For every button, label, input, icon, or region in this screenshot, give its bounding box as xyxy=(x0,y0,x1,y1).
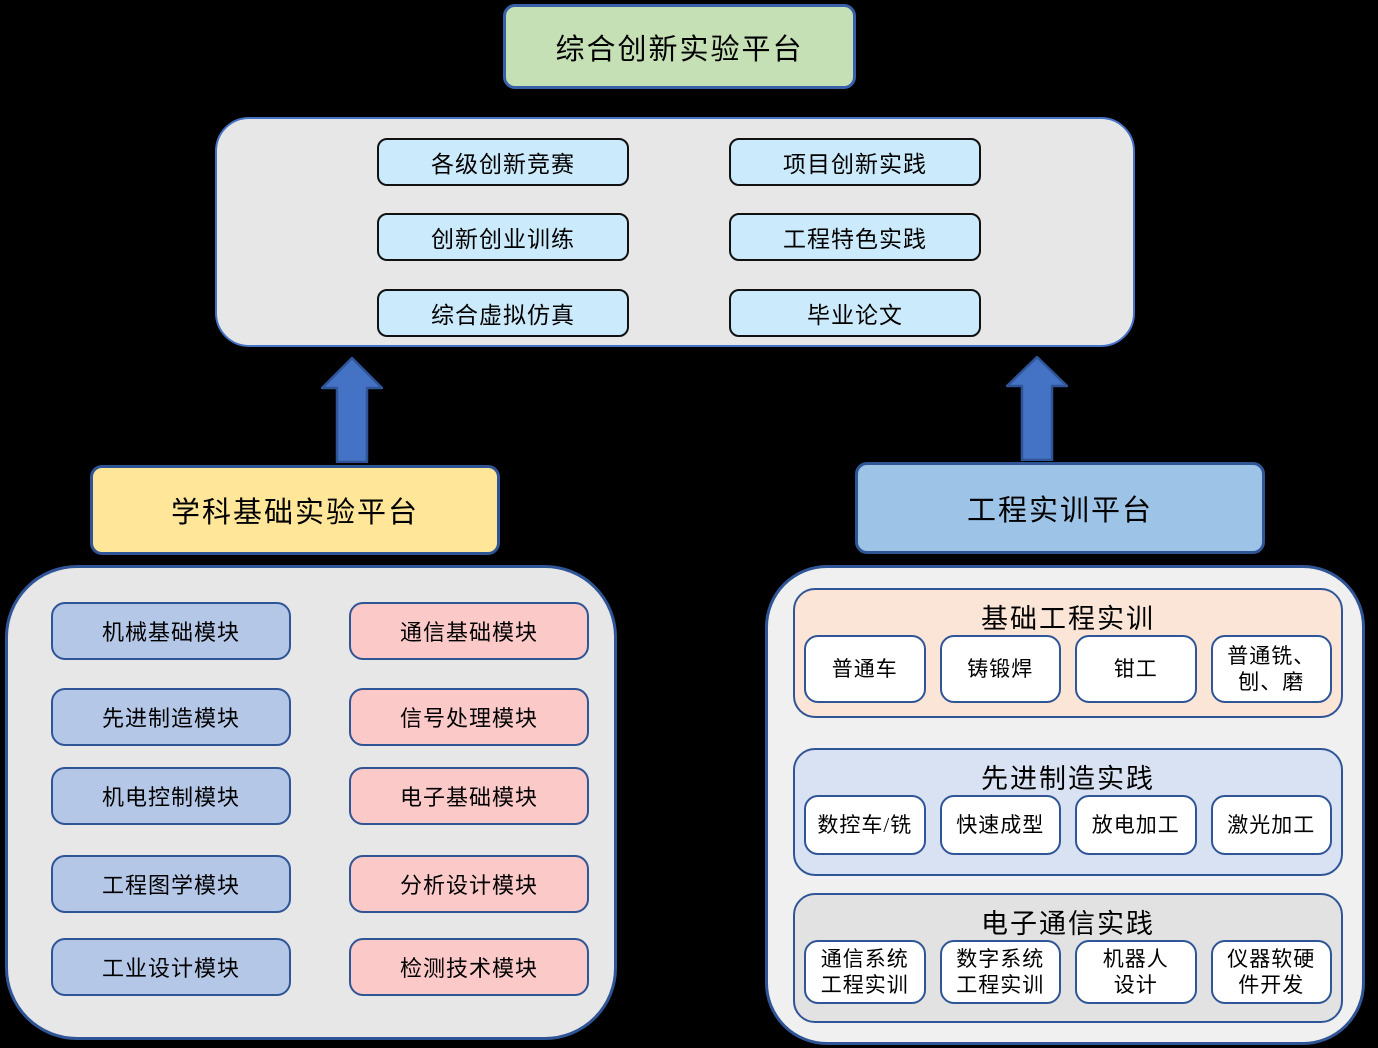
node-label: 普通铣、 刨、磨 xyxy=(1227,643,1316,694)
node-label: 铸锻焊 xyxy=(967,656,1034,681)
node-label: 通信系统 工程实训 xyxy=(820,946,909,997)
node-label: 先进制造模块 xyxy=(101,706,240,731)
node-comprehensive-innovation-platform: 综合创新实验平台 xyxy=(503,4,856,89)
node-label: 激光加工 xyxy=(1227,812,1316,837)
node-mechanical-basics-module: 机械基础模块 xyxy=(51,602,291,660)
node-milling-planing-grinding: 普通铣、 刨、磨 xyxy=(1210,635,1332,703)
node-label: 信号处理模块 xyxy=(399,706,538,731)
node-label: 机器人 设计 xyxy=(1102,946,1169,997)
node-communication-system-training: 通信系统 工程实训 xyxy=(804,940,926,1004)
node-label: 普通车 xyxy=(831,656,898,681)
node-label: 各级创新竞赛 xyxy=(431,152,575,177)
node-label: 通信基础模块 xyxy=(399,620,538,645)
node-cnc-lathe-milling: 数控车/铣 xyxy=(804,795,926,855)
node-casting-forging-welding: 铸锻焊 xyxy=(939,635,1061,703)
node-edm-machining: 放电加工 xyxy=(1075,795,1197,855)
node-electronics-basics-module: 电子基础模块 xyxy=(349,767,589,825)
node-engineering-feature-practice: 工程特色实践 xyxy=(729,213,981,261)
node-innovation-competitions: 各级创新竞赛 xyxy=(377,138,629,186)
section-items: 数控车/铣 快速成型 放电加工 激光加工 xyxy=(795,795,1341,855)
node-comprehensive-virtual-simulation: 综合虚拟仿真 xyxy=(377,289,629,337)
node-label: 分析设计模块 xyxy=(399,873,538,898)
node-innovation-entrepreneurship-training: 创新创业训练 xyxy=(377,213,629,261)
node-label: 工业设计模块 xyxy=(101,956,240,981)
node-robot-design: 机器人 设计 xyxy=(1075,940,1197,1004)
engineering-training-panel: 基础工程实训 普通车 铸锻焊 钳工 普通铣、 刨、磨 先进制造实践 数控车/铣 … xyxy=(765,565,1365,1045)
node-discipline-basic-experiment-platform: 学科基础实验平台 xyxy=(90,465,500,555)
node-label: 钳工 xyxy=(1113,656,1158,681)
innovation-practice-panel: 各级创新竞赛 项目创新实践 创新创业训练 工程特色实践 综合虚拟仿真 毕业论文 xyxy=(215,117,1135,347)
node-testing-technology-module: 检测技术模块 xyxy=(349,938,589,996)
node-label: 工程实训平台 xyxy=(966,495,1153,527)
node-signal-processing-module: 信号处理模块 xyxy=(349,688,589,746)
node-fitter: 钳工 xyxy=(1075,635,1197,703)
node-communication-basics-module: 通信基础模块 xyxy=(349,602,589,660)
node-label: 放电加工 xyxy=(1091,812,1180,837)
section-advanced-manufacturing-practice: 先进制造实践 数控车/铣 快速成型 放电加工 激光加工 xyxy=(793,748,1343,876)
node-label: 快速成型 xyxy=(956,812,1045,837)
node-analysis-design-module: 分析设计模块 xyxy=(349,855,589,913)
section-title: 基础工程实训 xyxy=(981,604,1155,634)
node-advanced-manufacturing-module: 先进制造模块 xyxy=(51,688,291,746)
node-label: 工程特色实践 xyxy=(783,227,927,252)
node-label: 工程图学模块 xyxy=(101,873,240,898)
node-industrial-design-module: 工业设计模块 xyxy=(51,938,291,996)
section-title: 电子通信实践 xyxy=(981,909,1155,939)
node-label: 综合创新实验平台 xyxy=(555,33,804,66)
node-label: 学科基础实验平台 xyxy=(170,497,419,529)
node-engineering-graphics-module: 工程图学模块 xyxy=(51,855,291,913)
node-label: 机械基础模块 xyxy=(101,620,240,645)
discipline-modules-panel: 机械基础模块 先进制造模块 机电控制模块 工程图学模块 工业设计模块 通信基础模… xyxy=(5,565,617,1040)
node-label: 数控车/铣 xyxy=(817,812,913,837)
node-label: 综合虚拟仿真 xyxy=(431,303,575,328)
up-arrow-left-icon xyxy=(321,357,383,463)
node-label: 毕业论文 xyxy=(807,303,903,328)
section-items: 普通车 铸锻焊 钳工 普通铣、 刨、磨 xyxy=(795,635,1341,703)
node-engineering-training-platform: 工程实训平台 xyxy=(855,462,1265,554)
node-lathe: 普通车 xyxy=(804,635,926,703)
node-label: 数字系统 工程实训 xyxy=(956,946,1045,997)
node-graduation-thesis: 毕业论文 xyxy=(729,289,981,337)
section-electronic-communication-practice: 电子通信实践 通信系统 工程实训 数字系统 工程实训 机器人 设计 仪器软硬 件… xyxy=(793,893,1343,1023)
node-label: 项目创新实践 xyxy=(783,152,927,177)
section-basic-engineering-training: 基础工程实训 普通车 铸锻焊 钳工 普通铣、 刨、磨 xyxy=(793,588,1343,718)
node-instrument-hw-sw-development: 仪器软硬 件开发 xyxy=(1210,940,1332,1004)
node-digital-system-training: 数字系统 工程实训 xyxy=(939,940,1061,1004)
node-label: 创新创业训练 xyxy=(431,227,575,252)
node-project-innovation-practice: 项目创新实践 xyxy=(729,138,981,186)
section-title: 先进制造实践 xyxy=(981,764,1155,794)
node-laser-machining: 激光加工 xyxy=(1210,795,1332,855)
up-arrow-right-icon xyxy=(1006,356,1068,461)
node-label: 仪器软硬 件开发 xyxy=(1227,946,1316,997)
node-label: 机电控制模块 xyxy=(101,785,240,810)
node-mechatronic-control-module: 机电控制模块 xyxy=(51,767,291,825)
node-label: 检测技术模块 xyxy=(399,956,538,981)
section-items: 通信系统 工程实训 数字系统 工程实训 机器人 设计 仪器软硬 件开发 xyxy=(795,940,1341,1004)
node-rapid-prototyping: 快速成型 xyxy=(939,795,1061,855)
node-label: 电子基础模块 xyxy=(399,785,538,810)
